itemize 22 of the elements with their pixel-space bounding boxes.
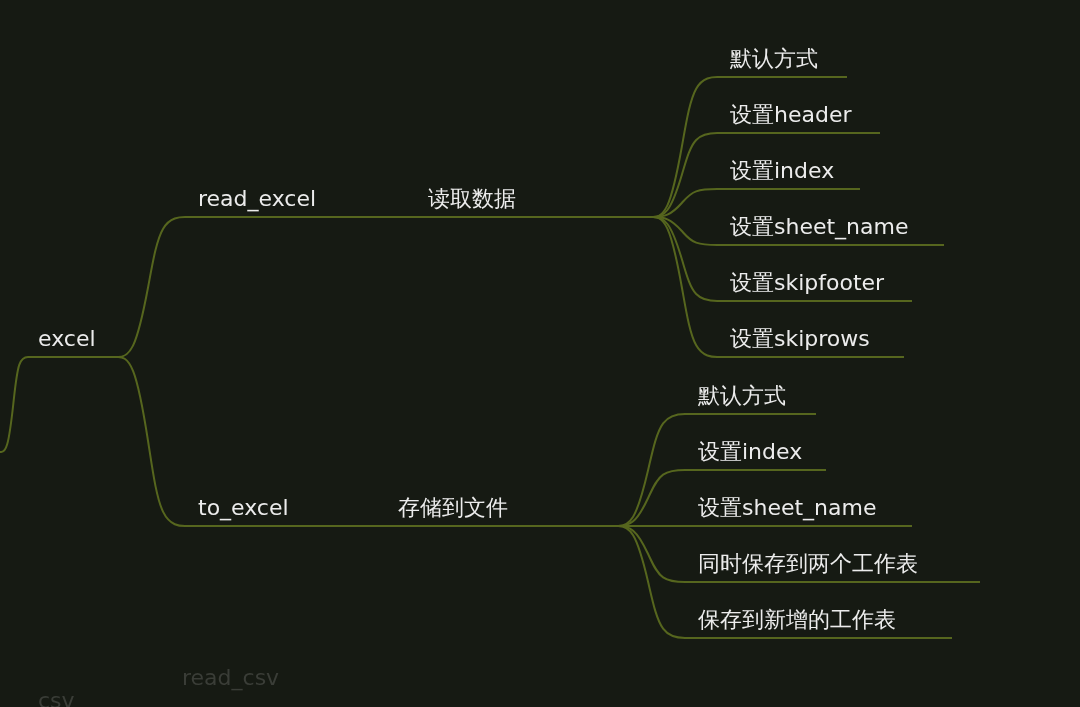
topic-text: 设置header [730,101,852,129]
topic-text: 设置skipfooter [730,269,885,297]
connector-line [329,525,391,527]
topic-text: 默认方式 [730,45,818,73]
topic-text: 保存到新增的工作表 [698,606,896,634]
topic-text: to_excel [198,494,289,523]
connector-line [614,525,691,639]
topic-text: 存储到文件 [398,494,508,522]
connector-line [649,216,723,358]
topic-text: 设置index [730,157,835,185]
topic-text: 同时保存到两个工作表 [698,550,918,578]
topic-text: excel [38,325,96,353]
connector-line [114,356,191,527]
connector-line [349,216,421,218]
topic-text: 设置sheet_name [730,213,909,242]
topic-text: 设置index [698,438,803,466]
connector-line [0,356,31,453]
topic-text: 读取数据 [428,185,516,213]
topic-text: 默认方式 [698,382,786,410]
topic-text: 设置sheet_name [698,494,877,523]
topic-text: 设置skiprows [730,325,870,353]
topic-text: read_excel [198,185,317,214]
